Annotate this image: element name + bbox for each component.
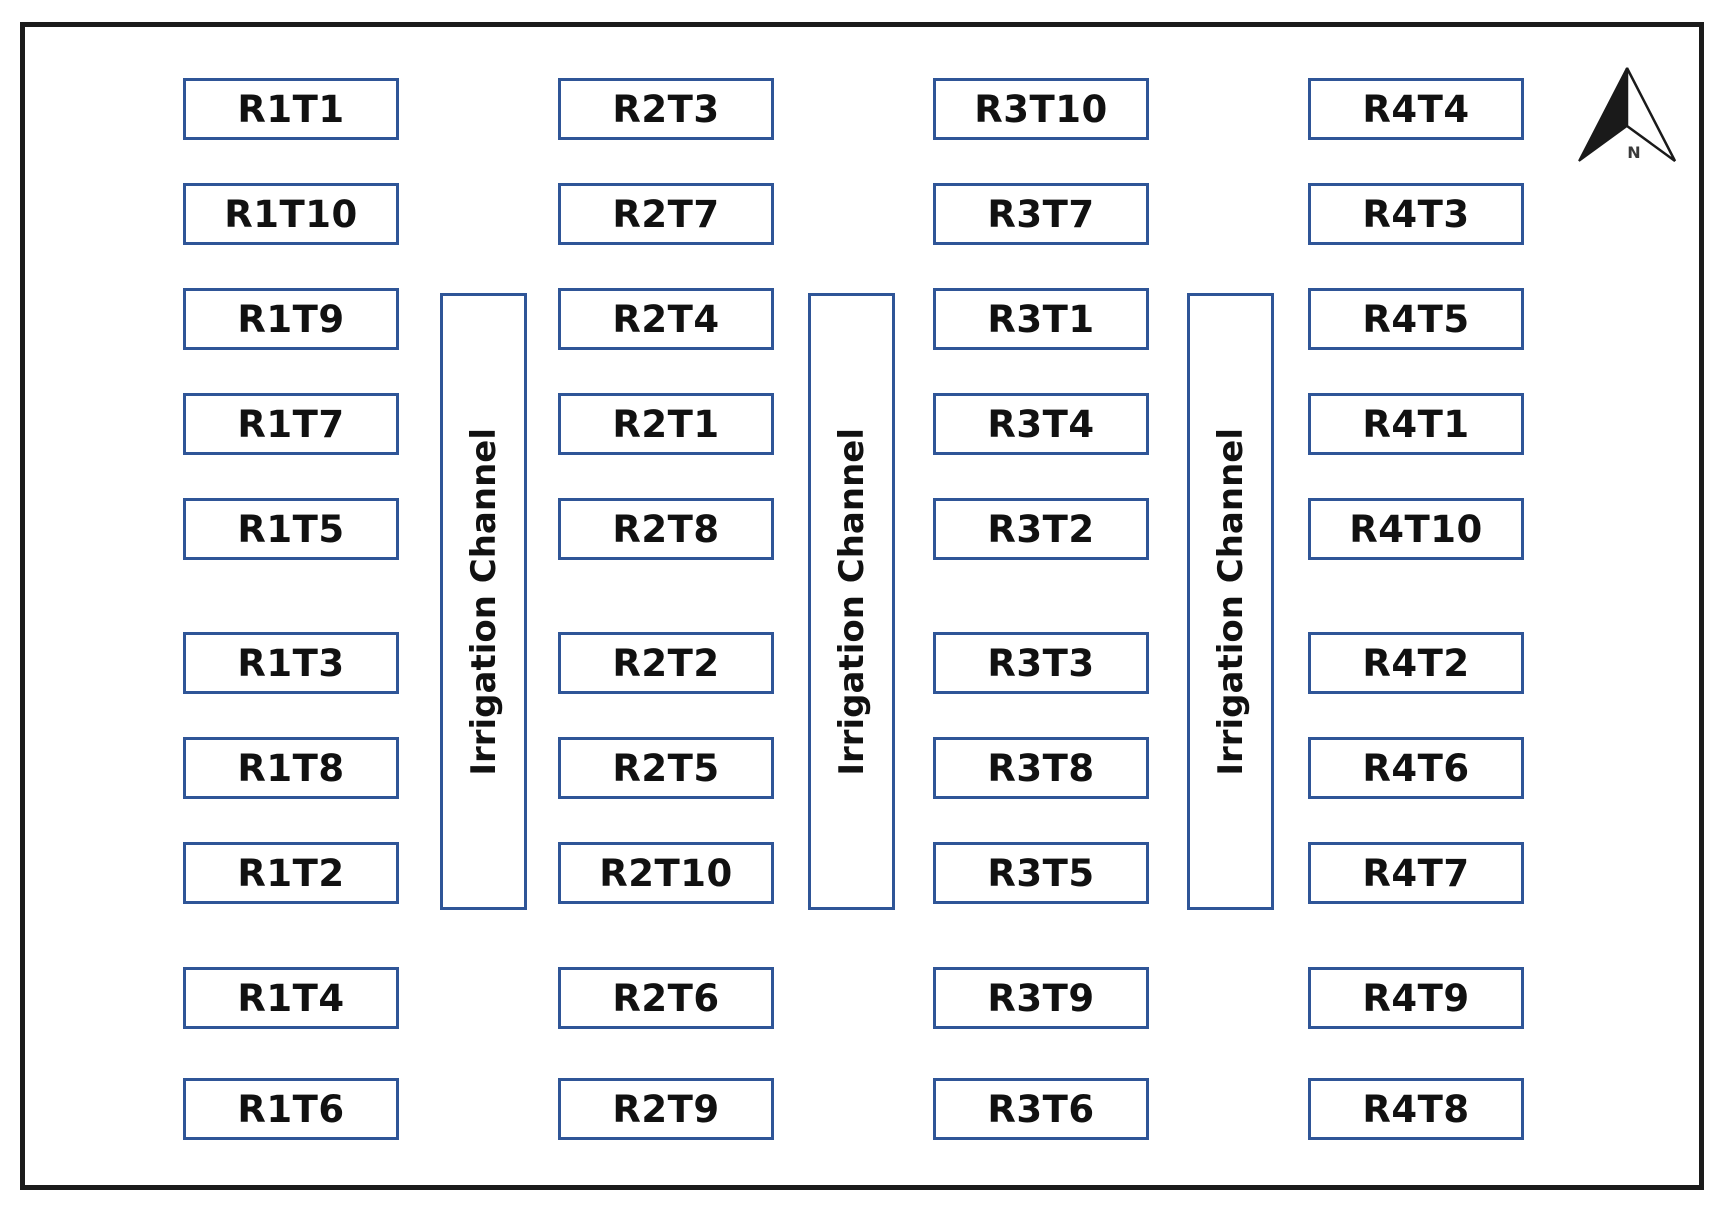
plot-box: R4T1 (1308, 393, 1524, 455)
plot-box: R3T2 (933, 498, 1149, 560)
plot-box: R1T10 (183, 183, 399, 245)
plot-box: R3T8 (933, 737, 1149, 799)
plot-box: R4T3 (1308, 183, 1524, 245)
plot-box: R2T6 (558, 967, 774, 1029)
plot-box: R4T8 (1308, 1078, 1524, 1140)
plot-box: R3T5 (933, 842, 1149, 904)
plot-box: R2T5 (558, 737, 774, 799)
plot-box: R1T4 (183, 967, 399, 1029)
plot-box: R2T3 (558, 78, 774, 140)
irrigation-channel-label: Irrigation Channel (831, 427, 872, 776)
plot-box: R2T4 (558, 288, 774, 350)
plot-box: R3T6 (933, 1078, 1149, 1140)
plot-box: R3T7 (933, 183, 1149, 245)
plot-box: R1T3 (183, 632, 399, 694)
plot-box: R1T8 (183, 737, 399, 799)
plot-box: R3T3 (933, 632, 1149, 694)
plot-box: R2T2 (558, 632, 774, 694)
plot-box: R1T6 (183, 1078, 399, 1140)
plot-box: R4T4 (1308, 78, 1524, 140)
plot-box: R2T1 (558, 393, 774, 455)
plot-box: R2T8 (558, 498, 774, 560)
north-label: N (1627, 143, 1640, 162)
north-arrow-icon: N (1578, 67, 1677, 163)
plot-box: R4T6 (1308, 737, 1524, 799)
plot-box: R4T2 (1308, 632, 1524, 694)
plot-box: R2T7 (558, 183, 774, 245)
irrigation-channel: Irrigation Channel (1187, 293, 1274, 910)
irrigation-channel: Irrigation Channel (808, 293, 895, 910)
plot-box: R2T10 (558, 842, 774, 904)
plot-box: R2T9 (558, 1078, 774, 1140)
plot-box: R3T10 (933, 78, 1149, 140)
plot-box: R3T4 (933, 393, 1149, 455)
plot-box: R3T9 (933, 967, 1149, 1029)
plot-box: R4T7 (1308, 842, 1524, 904)
plot-box: R1T5 (183, 498, 399, 560)
plot-box: R4T9 (1308, 967, 1524, 1029)
plot-box: R4T5 (1308, 288, 1524, 350)
irrigation-channel-label: Irrigation Channel (1210, 427, 1251, 776)
irrigation-channel: Irrigation Channel (440, 293, 527, 910)
plot-box: R1T9 (183, 288, 399, 350)
plot-box: R1T7 (183, 393, 399, 455)
plot-box: R1T1 (183, 78, 399, 140)
plot-box: R1T2 (183, 842, 399, 904)
irrigation-channel-label: Irrigation Channel (463, 427, 504, 776)
plot-box: R4T10 (1308, 498, 1524, 560)
plot-box: R3T1 (933, 288, 1149, 350)
